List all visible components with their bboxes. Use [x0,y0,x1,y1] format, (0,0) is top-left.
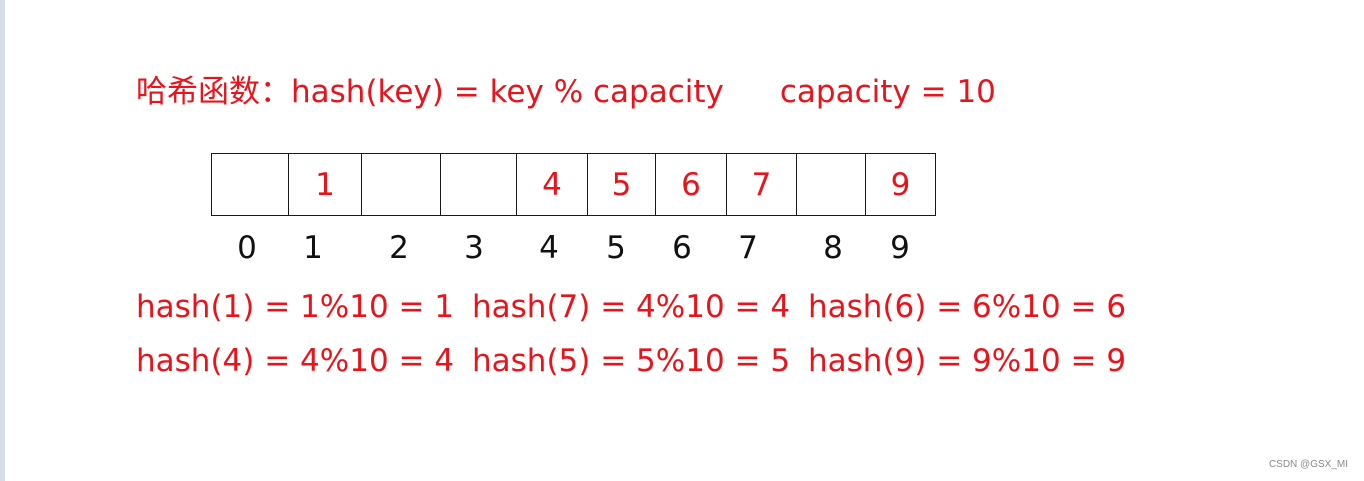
equation-r1-c2: hash(7) = 4%10 = 4 [472,289,791,325]
equation-r1-c1: hash(1) = 1%10 = 1 [136,289,455,325]
index-label-3: 3 [464,230,484,266]
index-label-4: 4 [539,230,559,266]
table-cell-5: 5 [588,154,656,215]
equation-r2-c1: hash(4) = 4%10 = 4 [136,343,455,379]
table-cell-1: 1 [289,154,362,215]
index-label-0: 0 [237,230,257,266]
capacity-label: capacity = 10 [779,74,996,110]
equation-r2-c2: hash(5) = 5%10 = 5 [472,343,791,379]
table-cell-2 [362,154,441,215]
index-label-2: 2 [389,230,409,266]
table-cell-4: 4 [517,154,588,215]
watermark: CSDN @GSX_MI [1268,459,1348,470]
title-line: 哈希函数：hash(key) = key % capacity capacity … [136,72,996,112]
table-cell-8 [797,154,866,215]
equation-r1-c3: hash(6) = 6%10 = 6 [808,289,1127,325]
index-label-1: 1 [303,230,323,266]
table-cell-6: 6 [656,154,727,215]
index-label-9: 9 [890,230,910,266]
table-cell-0 [212,154,289,215]
index-label-8: 8 [823,230,843,266]
table-cell-7: 7 [727,154,797,215]
left-border [0,0,5,481]
index-label-7: 7 [738,230,758,266]
hash-formula: 哈希函数：hash(key) = key % capacity [136,74,724,110]
hash-table: 1 4 5 6 7 9 [211,153,936,216]
equation-r2-c3: hash(9) = 9%10 = 9 [808,343,1127,379]
index-label-6: 6 [672,230,692,266]
index-label-5: 5 [606,230,626,266]
table-cell-9: 9 [890,166,911,203]
table-cell-3 [441,154,517,215]
